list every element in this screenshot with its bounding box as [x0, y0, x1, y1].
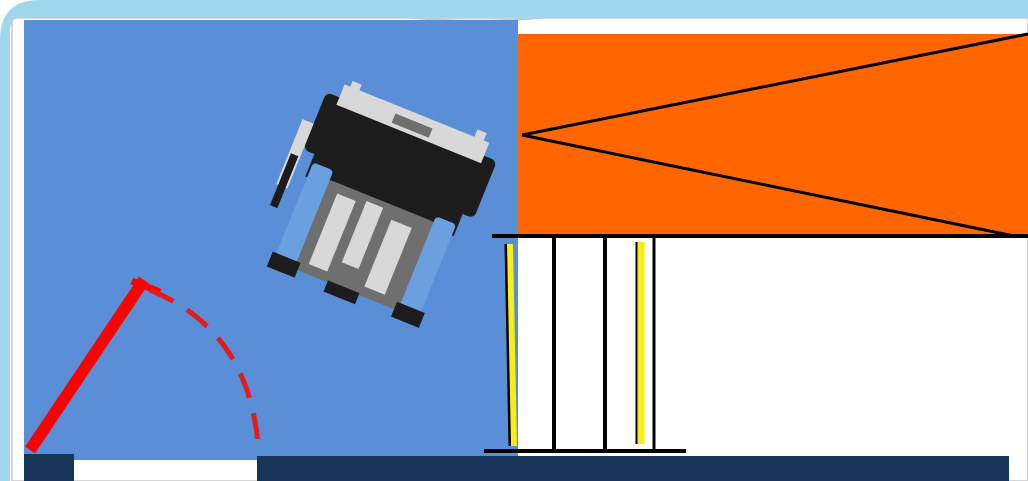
floor-right	[257, 456, 1009, 481]
tower-yellow-bar-1	[510, 244, 514, 446]
floor-left	[24, 454, 74, 481]
goal-box	[518, 34, 1028, 236]
